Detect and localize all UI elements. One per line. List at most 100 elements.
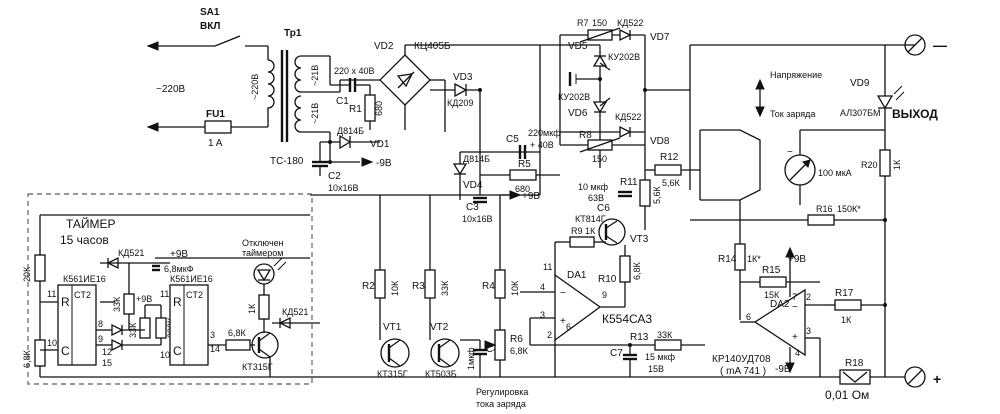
- fuse-rating-label: 1 A: [208, 138, 223, 149]
- c7-voltage-label: 15В: [648, 364, 664, 374]
- thyristor-vd5: [592, 54, 608, 67]
- fuse-fu1: [204, 120, 232, 134]
- r12-value-label: 5,6К: [662, 178, 681, 188]
- r18-label: R18: [845, 358, 864, 369]
- switch-on-label: ВКЛ: [200, 21, 220, 32]
- r13-label: R13: [630, 332, 649, 343]
- c7-label: C7: [610, 348, 623, 359]
- ic1-pin9: 9: [98, 334, 103, 344]
- da2-neg9-label: -9В: [775, 364, 791, 375]
- ic2-ct2: CT2: [186, 290, 203, 300]
- control-section: R2 10К R3 33К R4 10К VT1 КТ315Г VT2 КТ50…: [310, 45, 541, 409]
- amplifier-section: R14 1К* R15 15К − + DA2 +9В -9В 7 2 3 4 …: [712, 200, 887, 377]
- vd5-label: VD5: [568, 41, 588, 52]
- comparator-da1: [554, 273, 602, 342]
- da2-pin4: 4: [795, 348, 800, 358]
- output-minus-terminal[interactable]: [904, 34, 926, 56]
- resistor-r15: [759, 276, 787, 288]
- svg-text:+: +: [792, 332, 798, 343]
- timer-pos9-top-label: +9В: [170, 249, 188, 260]
- zener-vd4: [452, 163, 468, 176]
- c5-voltage-label: + 40В: [530, 140, 554, 150]
- resistor-r4: [494, 269, 506, 299]
- da1-type-label: К554СА3: [602, 312, 652, 326]
- da1-pin6: 6: [566, 322, 571, 332]
- r5-label: R5: [518, 159, 531, 170]
- r14-value-label: 1К*: [747, 254, 761, 264]
- ic2-pin14: 14: [210, 344, 220, 354]
- thyristor-section: R7 150 КД522 VD7 VD5 КУ202В КУ202В VD6 К…: [540, 18, 915, 190]
- ic2-pin11: 11: [160, 289, 169, 299]
- timer-transistor: [251, 331, 279, 359]
- ic1-pin10: 10: [47, 338, 57, 348]
- vd3-type-label: КД209: [447, 98, 473, 108]
- comparator-section: R9 1К − + R10 6,8К DA1 К554СА3 11 4 3 2 …: [520, 226, 705, 377]
- potentiometer-r6[interactable]: [494, 329, 506, 361]
- vd8-label: VD8: [650, 136, 670, 147]
- timer-resistor-1k: [258, 294, 270, 320]
- timer-cap-label: 6,8мкФ: [164, 264, 194, 274]
- transistor-vt3: [598, 218, 626, 246]
- ic1-pin15: 15: [102, 358, 112, 368]
- timer-resistor-33k-a: [123, 293, 135, 315]
- ic2-r: R: [173, 295, 182, 309]
- timer-resistor-6k8: [225, 339, 251, 351]
- vt1-label: VT1: [383, 322, 402, 333]
- r6-value-label: 6,8К: [510, 346, 529, 356]
- r13-value-label: 33К: [657, 330, 673, 340]
- diode-vd3: [454, 82, 468, 98]
- ic1-c: C: [61, 344, 70, 358]
- timer-duration: 15 часов: [60, 233, 109, 247]
- transistor-vt2: [430, 338, 460, 368]
- vt2-label: VT2: [430, 322, 449, 333]
- transformer-type-label: ТС-180: [270, 156, 304, 167]
- vd2-label: VD2: [374, 41, 394, 52]
- resistor-r20: [879, 149, 891, 177]
- output-label: ВЫХОД: [892, 107, 938, 121]
- r8-value-label: 150: [592, 154, 607, 164]
- c3-label: C3: [466, 202, 479, 213]
- vd5-type-label: КУ202В: [608, 52, 640, 62]
- da2-pos9-label: +9В: [788, 254, 806, 265]
- resistor-r12: [654, 164, 682, 176]
- vd9-type-label: АЛ307БМ: [840, 108, 881, 118]
- ic1-pin11: 11: [47, 289, 56, 299]
- r11-label: R11: [620, 177, 638, 188]
- vd4-type-label: Д814Б: [463, 154, 490, 164]
- r10-label: R10: [598, 274, 617, 285]
- legend-current: Ток заряда: [770, 109, 815, 119]
- rectifier-section: 220 x 40В C1 R1 680 Д814Б VD1 C2 10x16В …: [301, 41, 540, 195]
- c6-voltage-label: 63В: [588, 193, 604, 203]
- ic1-ct2: CT2: [74, 290, 91, 300]
- r20-value-label: 1К: [892, 159, 902, 170]
- da1-pin11: 11: [543, 262, 552, 272]
- r15-label: R15: [762, 265, 781, 276]
- da2-label: DA2: [770, 299, 790, 310]
- neg9-label: -9В: [376, 158, 392, 169]
- amplifier-da2: [753, 288, 806, 357]
- timer-r33k-a-label: 33К: [112, 296, 122, 312]
- timer-r1k-label: 1К: [247, 303, 257, 314]
- vt2-type-label: КТ503Б: [425, 369, 457, 379]
- output-minus-label: —: [933, 37, 947, 53]
- ic1-type-label: К561ИЕ16: [63, 274, 106, 284]
- resistor-r5: [509, 169, 537, 181]
- timer-diode-top-label: КД521: [118, 248, 144, 258]
- vt3-type-label: КТ814Г: [575, 214, 606, 224]
- da2-pin7: 7: [792, 292, 797, 302]
- timer-section: ТАЙМЕР 15 часов 20К 6,8К CT2 R C К561ИЕ1…: [22, 193, 320, 385]
- c3-value-label: 10x16В: [462, 214, 493, 224]
- svg-text:+: +: [560, 316, 566, 327]
- c7-value-label: 15 мкф: [645, 352, 676, 362]
- vd4-label: VD4: [463, 180, 483, 191]
- output-section: — + VD9 АЛ307БМ ВЫХОД R20 1К 100 мкА − R…: [40, 34, 947, 402]
- ic2-type-label: К561ИЕ16: [170, 274, 213, 284]
- c2-label: C2: [328, 171, 341, 182]
- r20-label: R20: [861, 160, 878, 170]
- r2-label: R2: [362, 281, 375, 292]
- secondary-bottom-label: ~21В: [310, 103, 320, 124]
- r4-label: R4: [482, 281, 495, 292]
- c6-value-label: 10 мкф: [578, 182, 609, 192]
- vd9-label: VD9: [850, 78, 870, 89]
